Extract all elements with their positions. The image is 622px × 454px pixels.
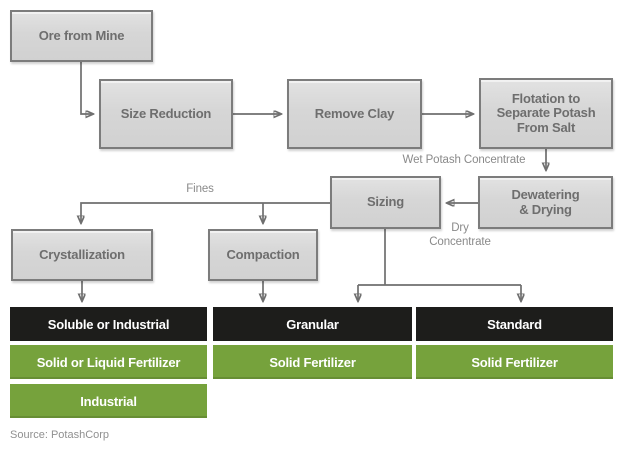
process-box-size-reduction: Size Reduction — [99, 79, 233, 149]
process-box-crystallization: Crystallization — [11, 229, 153, 281]
process-box-label: Flotation to — [511, 90, 581, 106]
annotation-line: Concentrate — [429, 235, 491, 248]
product-bar-standard: Standard — [416, 307, 613, 341]
process-box-sizing: Sizing — [330, 176, 441, 229]
fertilizer-bar-label: Solid Fertilizer — [269, 354, 356, 370]
fertilizer-bar-solid-standard: Solid Fertilizer — [416, 345, 613, 379]
industrial-bar: Industrial — [10, 384, 207, 418]
process-box-label: Ore from Mine — [38, 27, 125, 43]
product-bar-label: Standard — [487, 316, 542, 332]
process-box-label: Crystallization — [39, 246, 125, 262]
fertilizer-bar-solid-or-liquid: Solid or Liquid Fertilizer — [10, 345, 207, 379]
process-box-label: Dewatering — [511, 186, 580, 202]
process-box-label: Compaction — [226, 246, 300, 262]
source-attribution: Source: PotashCorp — [10, 429, 110, 441]
annotation-wet-potash-concentrate: Wet Potash Concentrate — [402, 154, 526, 166]
annotation-line: Dry — [451, 222, 469, 234]
process-box-label: Size Reduction — [120, 105, 212, 121]
process-box-ore-from-mine: Ore from Mine — [10, 10, 153, 62]
process-box-remove-clay: Remove Clay — [287, 79, 422, 149]
process-box-dewatering-drying: Dewatering & Drying — [478, 176, 613, 229]
fertilizer-bar-solid-granular: Solid Fertilizer — [213, 345, 412, 379]
process-box-label: From Salt — [516, 119, 576, 135]
process-box-label: Remove Clay — [314, 105, 395, 121]
product-bar-label: Soluble or Industrial — [47, 316, 170, 332]
process-box-label: Separate Potash — [496, 105, 596, 121]
process-box-label: & Drying — [519, 201, 572, 217]
process-box-flotation: Flotation to Separate Potash From Salt — [479, 78, 613, 149]
industrial-bar-label: Industrial — [80, 393, 137, 409]
annotation-dry-concentrate: Dry Concentrate — [415, 222, 505, 249]
annotation-fines: Fines — [186, 183, 214, 195]
product-bar-granular: Granular — [213, 307, 412, 341]
fertilizer-bar-label: Solid Fertilizer — [471, 354, 558, 370]
product-bar-label: Granular — [286, 316, 339, 332]
process-box-label: Sizing — [366, 194, 405, 210]
fertilizer-bar-label: Solid or Liquid Fertilizer — [36, 354, 181, 370]
process-box-compaction: Compaction — [208, 229, 318, 281]
arrow-fines-to-crystallization — [81, 202, 330, 222]
arrow-ore-to-size-reduction — [80, 62, 92, 114]
product-bar-soluble-or-industrial: Soluble or Industrial — [10, 307, 207, 341]
